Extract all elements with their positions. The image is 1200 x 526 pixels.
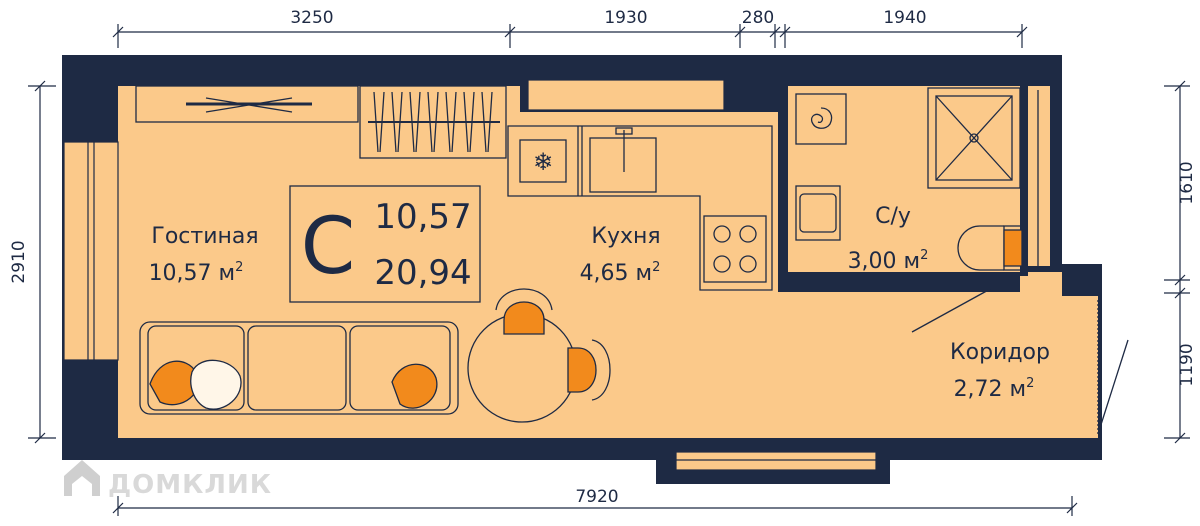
summary-living-area: 10,57 bbox=[374, 197, 471, 237]
wardrobe bbox=[359, 85, 507, 159]
tv-stand bbox=[135, 85, 359, 123]
dimension-top-1: 3250 bbox=[290, 8, 333, 28]
furniture: ❄ bbox=[135, 85, 1129, 435]
kitchen-sink bbox=[589, 137, 657, 193]
accent-pieces bbox=[149, 229, 1023, 409]
snowflake-icon: ❄ bbox=[533, 148, 553, 176]
kitchen-counter bbox=[507, 125, 773, 291]
room-area-corridor: 2,72 м2 bbox=[954, 376, 1035, 402]
interior-walls bbox=[740, 86, 1028, 292]
domclick-logo-icon bbox=[64, 460, 100, 496]
dimension-top-4: 1940 bbox=[883, 8, 926, 28]
room-area-bathroom: 3,00 м2 bbox=[848, 248, 929, 274]
sofa bbox=[139, 321, 459, 415]
chair-backs bbox=[495, 288, 611, 401]
toilet-tank-accent bbox=[1003, 229, 1023, 267]
room-name-living: Гостиная bbox=[151, 224, 258, 249]
bathroom-sink bbox=[795, 185, 841, 241]
toilet bbox=[957, 225, 1004, 271]
windows bbox=[63, 79, 877, 471]
room-name-corridor: Коридор bbox=[950, 340, 1050, 365]
chair-right bbox=[567, 347, 597, 393]
bathroom-door[interactable] bbox=[911, 287, 993, 333]
dimension-labels: 3250 1930 280 1940 7920 2910 1610 1190 bbox=[9, 8, 1197, 507]
room-area-kitchen: 4,65 м2 bbox=[580, 260, 661, 286]
room-name-kitchen: Кухня bbox=[591, 224, 660, 249]
washer-drum-icon bbox=[810, 107, 833, 129]
apartment-summary: С 10,57 20,94 bbox=[301, 197, 472, 293]
apartment-type-letter: С bbox=[301, 202, 355, 292]
entry-door[interactable] bbox=[1097, 339, 1129, 435]
stove bbox=[703, 215, 767, 283]
dimension-right-bottom: 1190 bbox=[1177, 343, 1197, 386]
dimension-left: 2910 bbox=[9, 240, 29, 283]
dimension-bottom: 7920 bbox=[575, 487, 618, 507]
pillow-white bbox=[190, 359, 242, 410]
chair-top bbox=[503, 301, 545, 335]
summary-total-area: 20,94 bbox=[374, 253, 471, 293]
room-area-living: 10,57 м2 bbox=[149, 260, 244, 286]
floor bbox=[64, 80, 1098, 470]
summary-box bbox=[289, 185, 481, 303]
pillow-right bbox=[391, 363, 438, 409]
watermark-text: ДОМКЛИК bbox=[108, 470, 272, 500]
dimension-top-2: 1930 bbox=[604, 8, 647, 28]
fridge bbox=[519, 139, 567, 183]
room-name-bathroom: С/у bbox=[875, 204, 911, 229]
washing-machine bbox=[795, 93, 847, 145]
room-labels: Гостиная 10,57 м2 Кухня 4,65 м2 С/у 3,00… bbox=[149, 204, 1050, 402]
dimension-top-3: 280 bbox=[742, 8, 774, 28]
dimension-right-top: 1610 bbox=[1177, 161, 1197, 204]
shower bbox=[927, 87, 1021, 189]
dimension-lines bbox=[28, 24, 1190, 516]
watermark: ДОМКЛИК bbox=[64, 460, 272, 500]
